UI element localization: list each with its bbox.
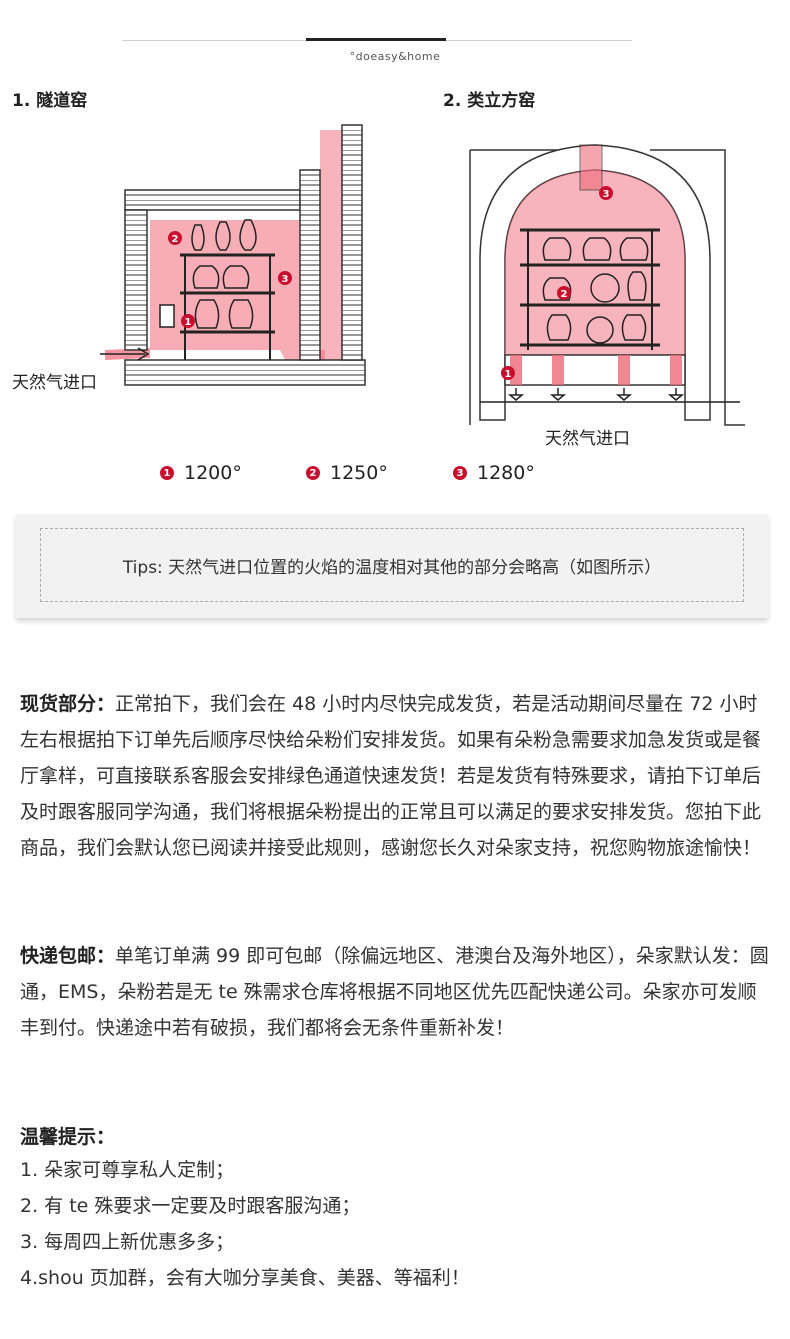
list-item: 4.shou 页加群，会有大咖分享美食、美器、等福利！ (20, 1267, 470, 1289)
temp-marker-3-icon: 3 (278, 271, 292, 285)
temp-marker-2-icon: 2 (557, 286, 571, 300)
box-kiln-diagram: 1 2 3 (469, 144, 745, 426)
legend-item-1: 1 1200° (160, 462, 242, 484)
shipping-body: 单笔订单满 99 即可包邮（除偏远地区、港澳台及海外地区），朵家默认发：圆通，E… (20, 945, 769, 1039)
kiln1-inlet-label: 天然气进口 (12, 373, 97, 393)
kiln2-burner-flames (510, 355, 682, 385)
kiln1-chimney-right (341, 124, 363, 361)
temp-marker-3-icon: 3 (599, 186, 613, 200)
kiln1-roof (124, 189, 301, 211)
list-item: 3. 每周四上新优惠多多； (20, 1231, 235, 1253)
tips-card: Tips: 天然气进口位置的火焰的温度相对其他的部分会略高（如图所示） (16, 514, 768, 618)
kiln1-floor (124, 359, 366, 386)
kiln2-chimney (579, 144, 603, 191)
kiln2-inlet-label: 天然气进口 (545, 429, 630, 449)
kiln2-burner-row (504, 354, 686, 386)
kiln1-left-wall (124, 209, 148, 351)
temp-marker-2-icon: 2 (168, 231, 182, 245)
kiln1-wares (191, 219, 257, 329)
shipping-label: 快递包邮： (20, 945, 116, 967)
tips-list: 1. 朵家可尊享私人定制； 2. 有 te 殊要求一定要及时跟客服沟通； 3. … (20, 1152, 470, 1296)
temp-marker-1-icon: 1 (501, 366, 515, 380)
kiln1-burner (159, 304, 175, 328)
legend-temp-3: 1280° (477, 462, 535, 484)
stock-section: 现货部分：正常拍下，我们会在 48 小时内尽快完成发货，若是活动期间尽量在 72… (20, 686, 772, 866)
kiln2-shelf-posts (527, 230, 653, 350)
list-item: 2. 有 te 殊要求一定要及时跟客服沟通； (20, 1195, 361, 1217)
svg-text:1: 1 (505, 369, 512, 380)
stock-body: 正常拍下，我们会在 48 小时内尽快完成发货，若是活动期间尽量在 72 小时左右… (20, 693, 762, 859)
stock-label: 现货部分： (20, 693, 116, 715)
legend-marker-1-icon: 1 (160, 466, 174, 480)
shipping-section: 快递包邮：单笔订单满 99 即可包邮（除偏远地区、港澳台及海外地区），朵家默认发… (20, 938, 772, 1046)
kiln2-shelves (520, 228, 660, 347)
svg-text:1: 1 (185, 317, 192, 328)
kiln2-title: 2. 类立方窑 (443, 91, 536, 111)
temp-marker-1-icon: 1 (181, 314, 195, 328)
svg-text:2: 2 (561, 289, 568, 300)
svg-text:2: 2 (172, 234, 179, 245)
kiln1-flame-chimney (320, 130, 342, 360)
tunnel-kiln-diagram: 1 2 3 (100, 124, 366, 386)
svg-text:3: 3 (282, 274, 289, 285)
svg-text:3: 3 (603, 189, 610, 200)
arrow-right-icon (137, 347, 150, 361)
kiln2-frame (469, 149, 745, 426)
legend-temp-1: 1200° (184, 462, 242, 484)
kiln1-title: 1. 隧道窑 (12, 91, 88, 111)
kiln1-chimney-left (299, 169, 321, 361)
tips-frame: Tips: 天然气进口位置的火焰的温度相对其他的部分会略高（如图所示） (40, 528, 744, 602)
tips-list-title: 温馨提示： (20, 1126, 116, 1148)
flame-up-arrow-icon (480, 388, 740, 403)
temperature-legend: 1 1200° 2 1250° 3 1280° (0, 462, 790, 488)
legend-marker-3-icon: 3 (453, 466, 467, 480)
tips-text: Tips: 天然气进口位置的火焰的温度相对其他的部分会略高（如图所示） (122, 557, 662, 578)
kiln2-wares (542, 237, 649, 344)
list-item: 1. 朵家可尊享私人定制； (20, 1159, 235, 1181)
legend-item-2: 2 1250° (306, 462, 388, 484)
legend-item-3: 3 1280° (453, 462, 535, 484)
header-rule-accent (306, 38, 446, 41)
legend-marker-2-icon: 2 (306, 466, 320, 480)
legend-temp-2: 1250° (330, 462, 388, 484)
brand-text: °doeasy&home (349, 50, 441, 63)
